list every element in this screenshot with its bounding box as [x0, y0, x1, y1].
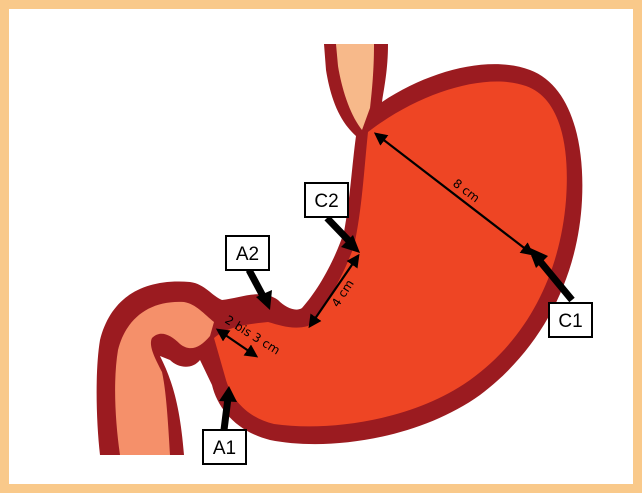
svg-text:A2: A2 — [236, 244, 259, 265]
label-box-a2: A2 — [226, 236, 269, 270]
svg-text:C1: C1 — [558, 311, 582, 332]
label-box-c1: C1 — [549, 303, 592, 337]
svg-text:A1: A1 — [213, 438, 236, 459]
label-box-c2: C2 — [305, 183, 348, 217]
a1-pointer-arrow — [224, 398, 228, 430]
a2-pointer-arrow — [249, 270, 264, 298]
label-box-a1: A1 — [203, 430, 246, 464]
svg-text:C2: C2 — [314, 191, 338, 212]
